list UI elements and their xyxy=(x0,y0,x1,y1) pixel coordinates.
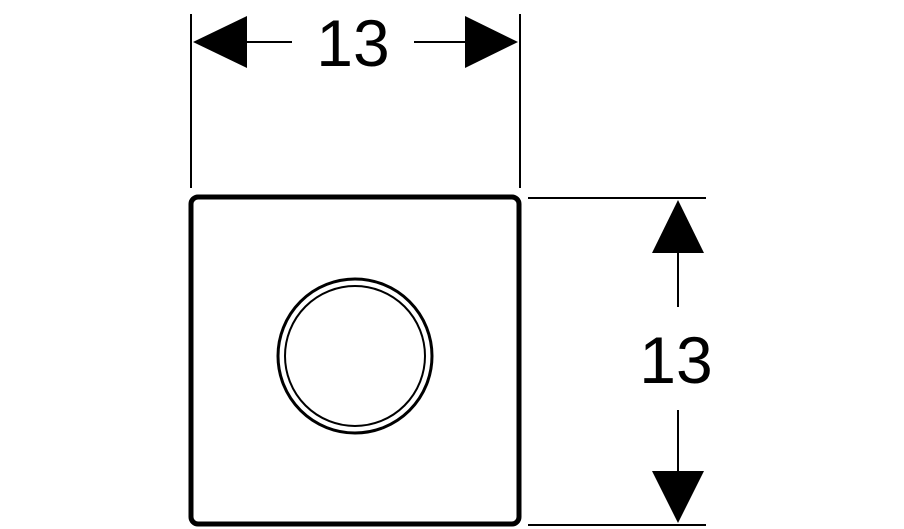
width-arrow-left-icon xyxy=(193,16,247,68)
height-arrow-down-icon xyxy=(652,471,704,523)
button-outer-ring xyxy=(276,277,434,435)
flush-plate-outline xyxy=(188,194,522,527)
button-inner-ring xyxy=(284,285,426,427)
width-dimension-label: 13 xyxy=(316,6,389,80)
height-arrow-up-icon xyxy=(652,200,704,253)
width-arrow-right-icon xyxy=(465,16,518,68)
height-dimension-label: 13 xyxy=(639,323,712,397)
